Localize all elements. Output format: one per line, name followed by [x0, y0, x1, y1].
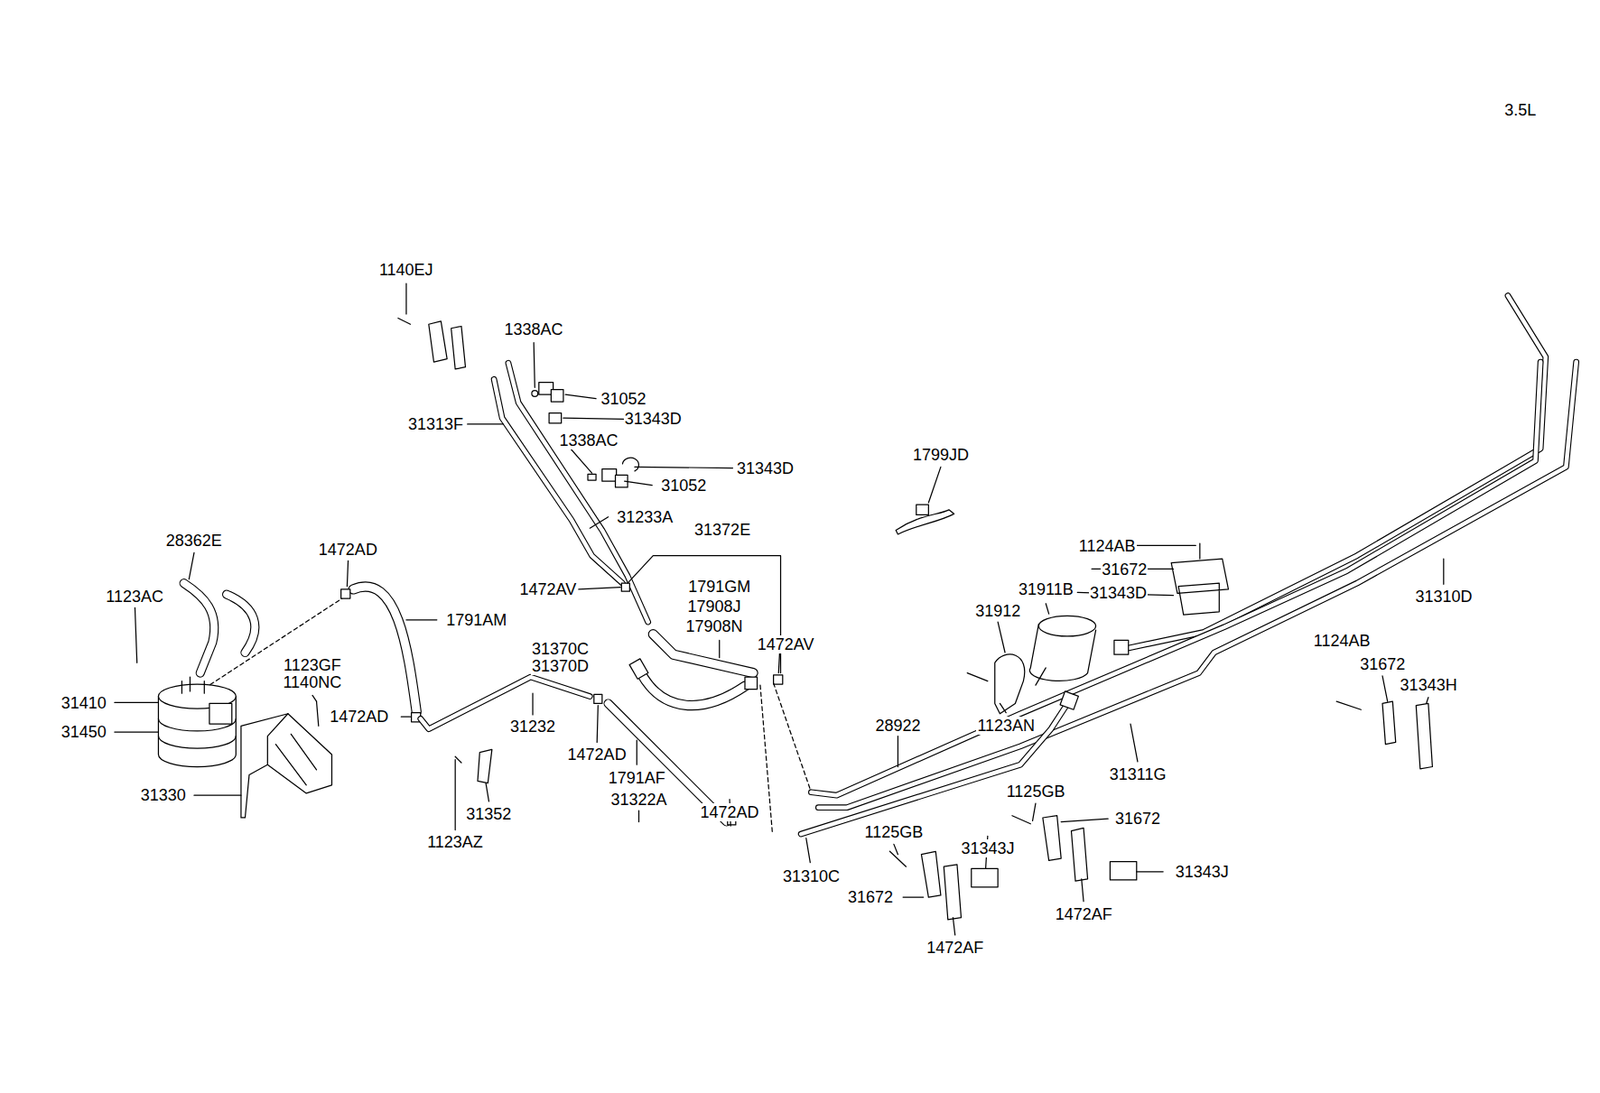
callout-number: 31370C	[530, 640, 590, 659]
callout-number: 17908N	[685, 617, 745, 636]
callout-number: 1125GB	[1005, 782, 1067, 801]
callout-number: 1799JD	[911, 446, 970, 465]
callout-number: 1124AB	[1312, 632, 1372, 651]
callout-number: 31232	[509, 717, 557, 736]
callout-number: 31912	[974, 602, 1022, 621]
callout-number: 31322A	[609, 790, 668, 810]
callout-number: 31343D	[1088, 584, 1148, 603]
callout-number: 31343D	[735, 459, 795, 478]
callout-number: 31343H	[1399, 676, 1459, 695]
callout-number: 31410	[60, 694, 108, 713]
callout-number: 31352	[465, 805, 512, 824]
callout-number: 31343J	[1174, 863, 1230, 882]
engine-label: 3.5L	[1503, 101, 1537, 120]
callout-number: 1472AD	[317, 540, 379, 559]
callout-number: 31672	[1100, 560, 1148, 579]
callout-number: 31672	[1358, 655, 1406, 674]
callout-number: 31310D	[1414, 587, 1474, 606]
callout-number: 1124AB	[1078, 537, 1137, 556]
callout-number: 1472AV	[756, 635, 816, 654]
callout-number: 31343J	[959, 839, 1015, 858]
callout-number: 31343D	[623, 409, 683, 428]
callout-number: 17908J	[687, 597, 743, 616]
callout-number: 1123AZ	[426, 833, 484, 852]
callout-number: 31311G	[1108, 765, 1168, 784]
callout-number: 31310C	[781, 867, 841, 886]
callout-number: 31372E	[693, 520, 752, 540]
callout-number: 1472AF	[925, 939, 985, 958]
callout-number: 1791AF	[607, 769, 667, 788]
callout-number: 1791AM	[445, 611, 508, 630]
callout-number: 1472AV	[519, 580, 578, 599]
callout-number: 31911B	[1017, 580, 1075, 599]
callout-number: 31233A	[615, 508, 674, 527]
callout-number: 28362E	[165, 531, 224, 550]
callout-number: 1472AD	[567, 745, 628, 764]
callout-number: 1140NC	[281, 673, 343, 692]
callout-number: 31370D	[530, 657, 590, 676]
callout-number: 1338AC	[503, 320, 565, 339]
callout-number: 1123AN	[976, 716, 1036, 735]
callout-number: 31672	[1114, 809, 1162, 828]
callout-number: 1338AC	[558, 431, 620, 450]
callout-number: 31052	[599, 390, 647, 409]
callout-number: 28922	[874, 716, 921, 735]
callout-number: 31330	[139, 786, 187, 805]
callout-number: 1123AC	[104, 587, 165, 606]
callout-number: 1140EJ	[378, 260, 435, 280]
callout-number: 1123GF	[282, 656, 343, 675]
callout-number: 31672	[846, 888, 894, 907]
callout-number: 1472AD	[698, 803, 760, 822]
callout-number: 1472AD	[328, 707, 390, 726]
callout-number: 31052	[660, 476, 707, 495]
callout-number: 31313F	[407, 415, 465, 434]
callout-number: 31450	[60, 723, 108, 742]
callout-number: 1472AF	[1054, 905, 1114, 924]
callout-number: 1791GM	[687, 577, 752, 596]
callout-number: 1125GB	[864, 823, 925, 842]
